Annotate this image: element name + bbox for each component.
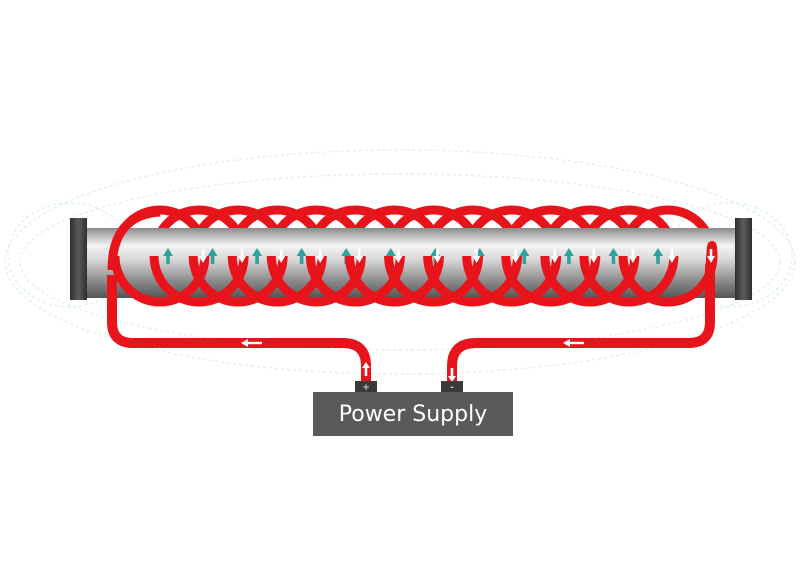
arrow-down-icon	[433, 249, 442, 263]
arrow-up-icon	[608, 248, 619, 264]
terminal-positive	[355, 381, 377, 393]
field-line	[667, 202, 793, 308]
arrow-down-icon	[355, 249, 364, 263]
terminal-positive-label: +	[362, 383, 370, 393]
current-arrows	[199, 249, 715, 382]
arrow-down-icon	[199, 249, 207, 263]
arrow-down-icon	[472, 249, 481, 263]
arrow-down-icon	[550, 249, 559, 263]
arrow-down-icon	[448, 368, 456, 382]
field-line	[4, 149, 796, 375]
arrow-up-icon	[653, 248, 663, 264]
arrow-down-icon	[707, 249, 715, 263]
coil-front-turns	[107, 207, 718, 307]
pipe-body	[82, 228, 742, 298]
arrow-up-icon	[163, 248, 173, 264]
arrow-up-icon	[252, 248, 263, 264]
power-supply: + - Power Supply	[313, 381, 513, 436]
arrow-up-icon	[563, 248, 574, 264]
coil-turn-front	[579, 255, 679, 307]
coil-lead-join-left	[107, 207, 161, 271]
coil-lead-join-right	[705, 241, 718, 269]
arrow-left-icon	[241, 339, 262, 347]
arrow-down-icon	[394, 249, 403, 263]
lead-wire-left	[107, 275, 371, 384]
arrow-up-icon	[207, 248, 218, 264]
pipe-flange-left	[70, 218, 87, 300]
arrow-up-icon	[519, 248, 530, 264]
terminal-negative	[441, 381, 463, 393]
arrow-left-icon	[563, 339, 584, 347]
power-supply-label: Power Supply	[339, 402, 487, 427]
arrow-up-icon	[362, 362, 370, 376]
coil-turn-front	[618, 255, 718, 307]
field-line	[19, 173, 781, 351]
arrow-down-icon	[277, 249, 286, 263]
arrow-down-icon	[316, 249, 325, 263]
arrow-down-icon	[238, 249, 247, 263]
terminal-negative-label: -	[450, 383, 454, 393]
power-supply-box	[313, 392, 513, 436]
arrow-down-icon	[628, 249, 637, 263]
arrow-down-icon	[511, 249, 520, 263]
arrow-down-icon	[589, 249, 598, 263]
pipe-flange-right	[735, 218, 752, 300]
arrow-up-icon	[296, 248, 307, 264]
arrow-down-icon	[667, 249, 676, 263]
